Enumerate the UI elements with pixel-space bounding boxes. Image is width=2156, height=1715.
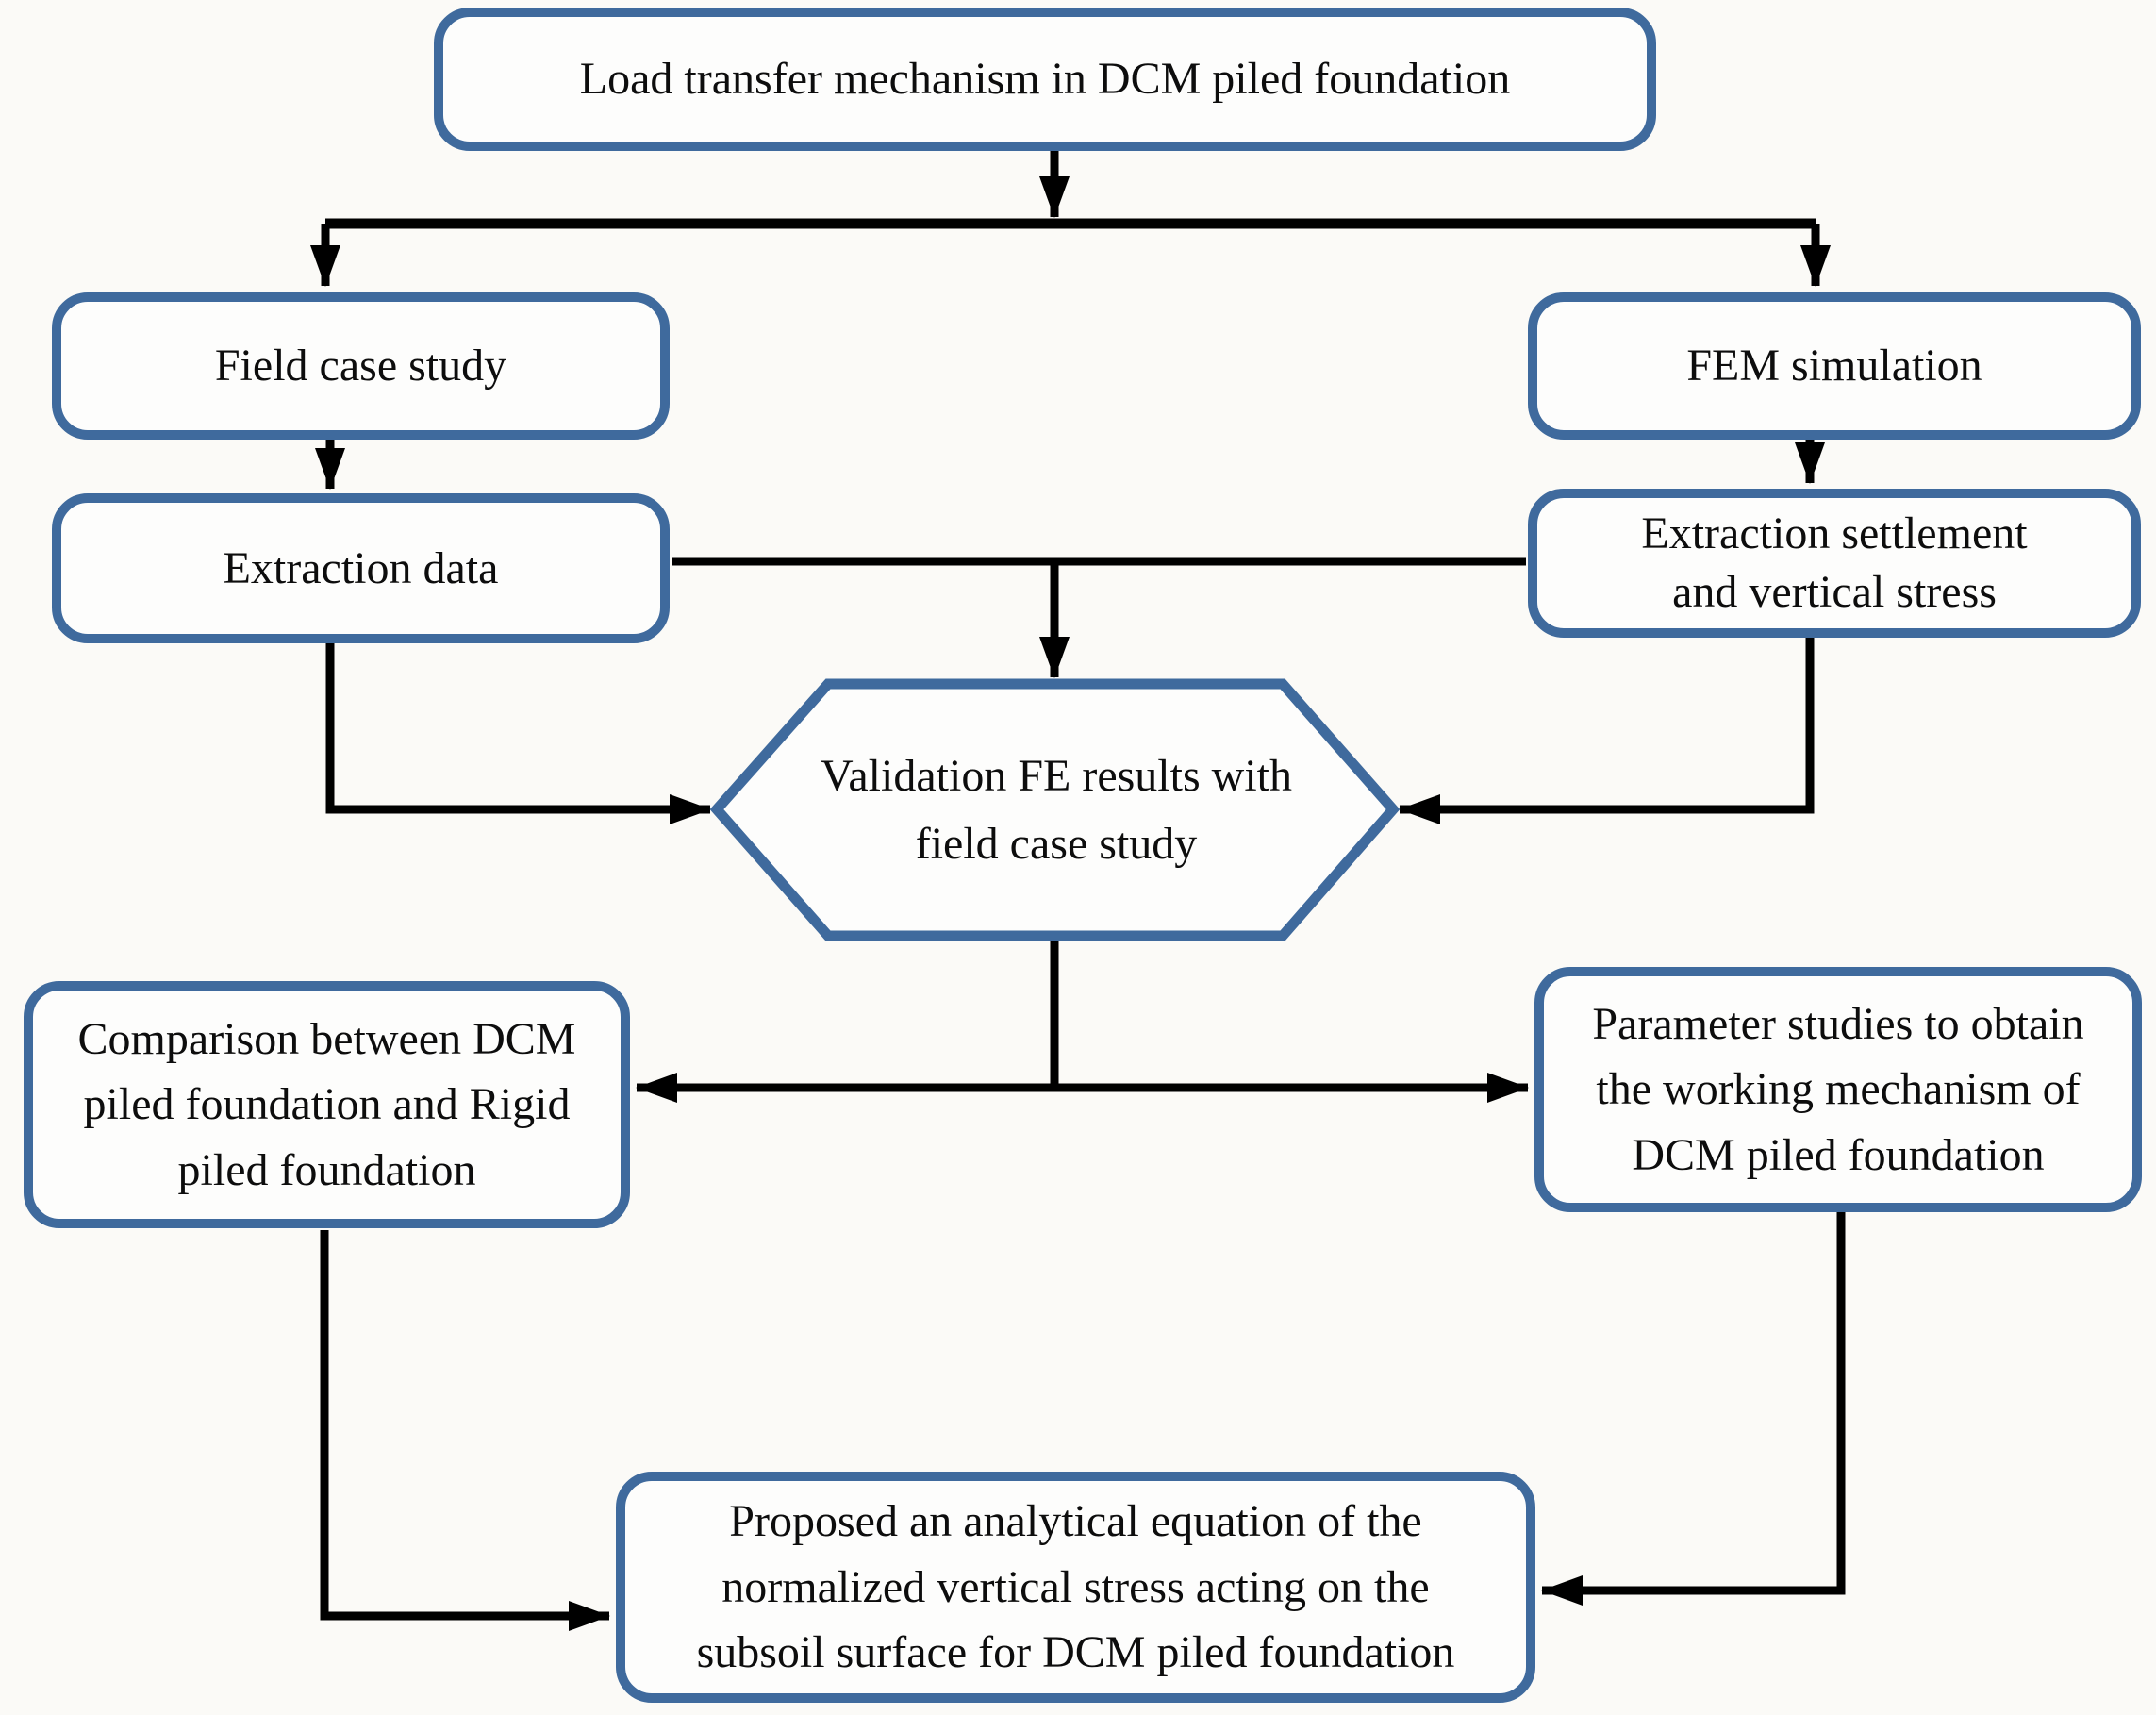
node-proposed-equation-label-line2: normalized vertical stress acting on the: [721, 1561, 1430, 1612]
node-extraction-settlement-label-line1: Extraction settlement: [1641, 508, 2028, 558]
node-validation: Validation FE results with field case st…: [745, 684, 1368, 936]
node-extraction-data: Extraction data: [52, 493, 670, 643]
node-parameter-studies-label-line1: Parameter studies to obtain: [1592, 998, 2084, 1049]
node-proposed-equation-label-line1: Proposed an analytical equation of the: [729, 1496, 1422, 1547]
node-extraction-settlement-label-line2: and vertical stress: [1672, 567, 1997, 617]
node-parameter-studies-label-line3: DCM piled foundation: [1632, 1129, 2045, 1180]
arrow-extraction-settlement-to-validation: [1399, 638, 1815, 824]
node-comparison-label-line1: Comparison between DCM: [77, 1013, 576, 1064]
arrow-extraction-data-to-validation: [325, 643, 711, 824]
arrow-parameter-to-proposed: [1541, 1212, 1846, 1606]
node-comparison: Comparison between DCM piled foundation …: [24, 981, 630, 1228]
node-proposed-equation: Proposed an analytical equation of the n…: [616, 1472, 1535, 1703]
arrow-comparison-to-proposed: [320, 1230, 610, 1631]
node-load-transfer-label: Load transfer mechanism in DCM piled fou…: [579, 54, 1511, 105]
node-load-transfer: Load transfer mechanism in DCM piled fou…: [434, 8, 1656, 151]
node-validation-label-line1: Validation FE results with: [821, 750, 1292, 801]
node-validation-label-line2: field case study: [915, 818, 1198, 869]
node-fem-simulation-label: FEM simulation: [1686, 341, 1982, 391]
node-proposed-equation-label-line3: subsoil surface for DCM piled foundation: [696, 1627, 1455, 1678]
node-extraction-data-label: Extraction data: [223, 542, 499, 593]
node-extraction-settlement: Extraction settlement and vertical stres…: [1528, 489, 2141, 638]
node-parameter-studies: Parameter studies to obtain the working …: [1534, 967, 2142, 1212]
node-parameter-studies-label-line2: the working mechanism of: [1596, 1064, 2081, 1115]
node-comparison-label-line2: piled foundation and Rigid: [83, 1079, 571, 1130]
node-fem-simulation: FEM simulation: [1528, 292, 2141, 440]
node-field-case-study: Field case study: [52, 292, 670, 440]
node-field-case-study-label: Field case study: [214, 341, 507, 391]
validation-hexagon-shape: [709, 678, 1401, 941]
node-comparison-label-line3: piled foundation: [177, 1144, 476, 1195]
